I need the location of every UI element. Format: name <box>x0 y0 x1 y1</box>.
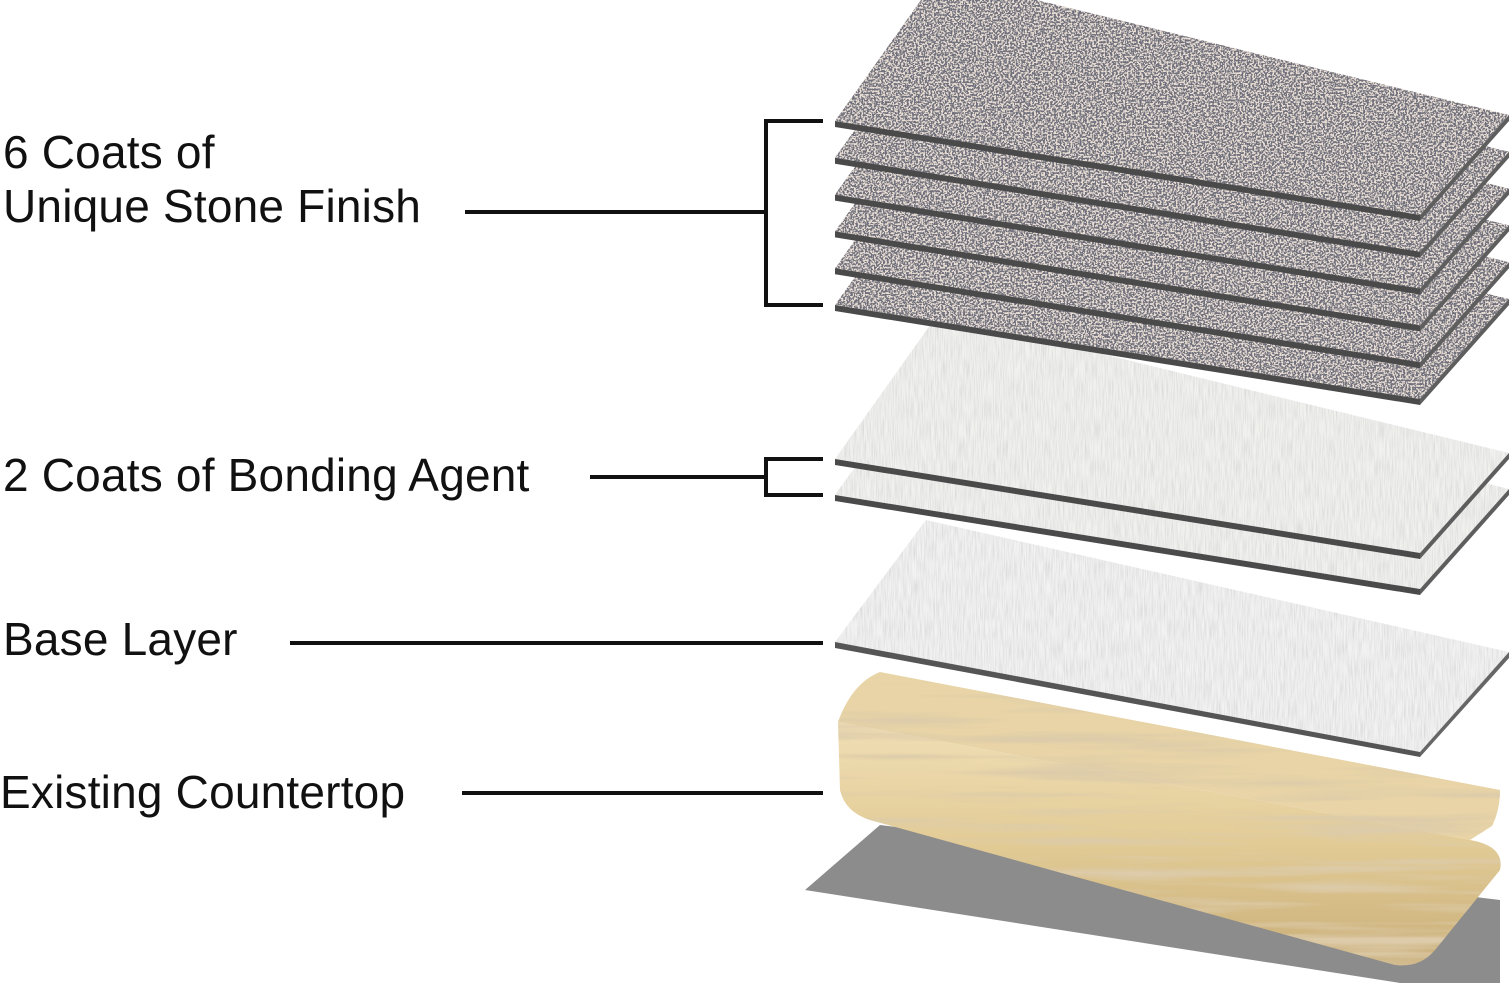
stone-finish-label-line2: Unique Stone Finish <box>3 180 422 232</box>
bonding-agent-sheet-1 <box>835 314 1509 559</box>
bonding-agent-label: 2 Coats of Bonding Agent <box>3 449 530 501</box>
stone-finish-sheet-1 <box>835 0 1509 221</box>
bonding-agent-bracket <box>764 457 823 497</box>
base-layer-label: Base Layer <box>3 613 238 665</box>
base-layer-sheet <box>835 520 1509 757</box>
bonding-agent-sheets <box>835 314 1509 595</box>
stone-finish-sheets <box>835 0 1509 405</box>
existing-countertop-slab <box>838 672 1501 966</box>
stone-finish-label-line1: 6 Coats of <box>3 126 215 178</box>
leader-lines <box>290 119 823 795</box>
existing-countertop-label: Existing Countertop <box>0 766 406 818</box>
stone-finish-bracket <box>764 119 823 307</box>
